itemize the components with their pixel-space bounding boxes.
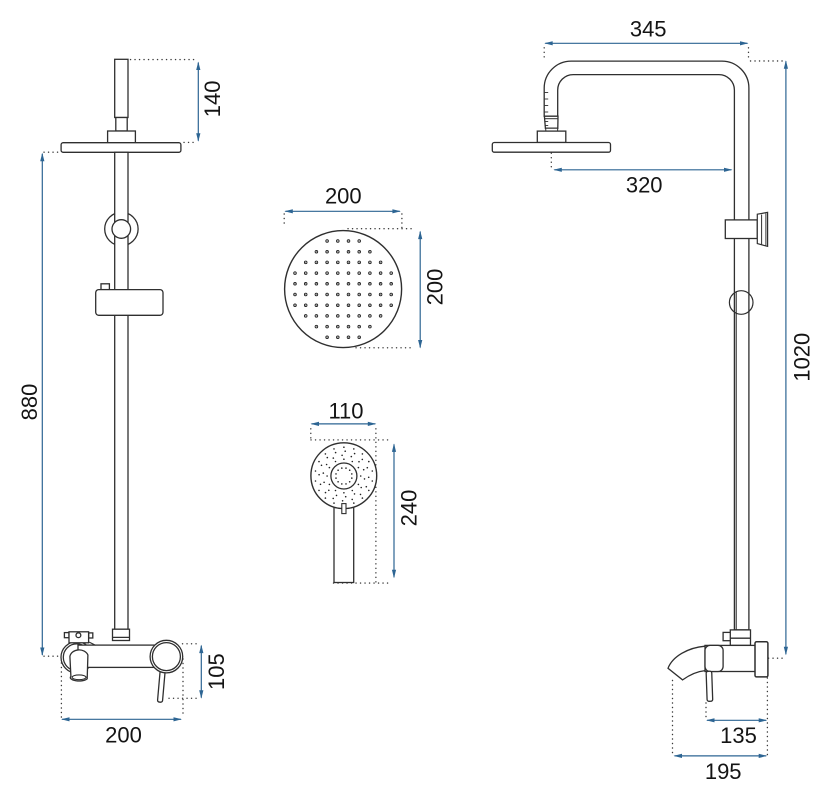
svg-text:200: 200	[422, 269, 447, 306]
svg-text:200: 200	[325, 184, 362, 209]
svg-text:240: 240	[397, 490, 422, 527]
svg-text:110: 110	[328, 398, 363, 423]
svg-text:195: 195	[705, 759, 742, 784]
svg-text:105: 105	[204, 653, 229, 690]
svg-text:200: 200	[105, 723, 142, 748]
svg-text:345: 345	[630, 17, 667, 42]
svg-text:1020: 1020	[789, 333, 814, 382]
svg-text:140: 140	[200, 81, 225, 118]
svg-text:880: 880	[17, 384, 42, 421]
svg-text:135: 135	[720, 723, 757, 748]
svg-text:320: 320	[626, 173, 663, 198]
